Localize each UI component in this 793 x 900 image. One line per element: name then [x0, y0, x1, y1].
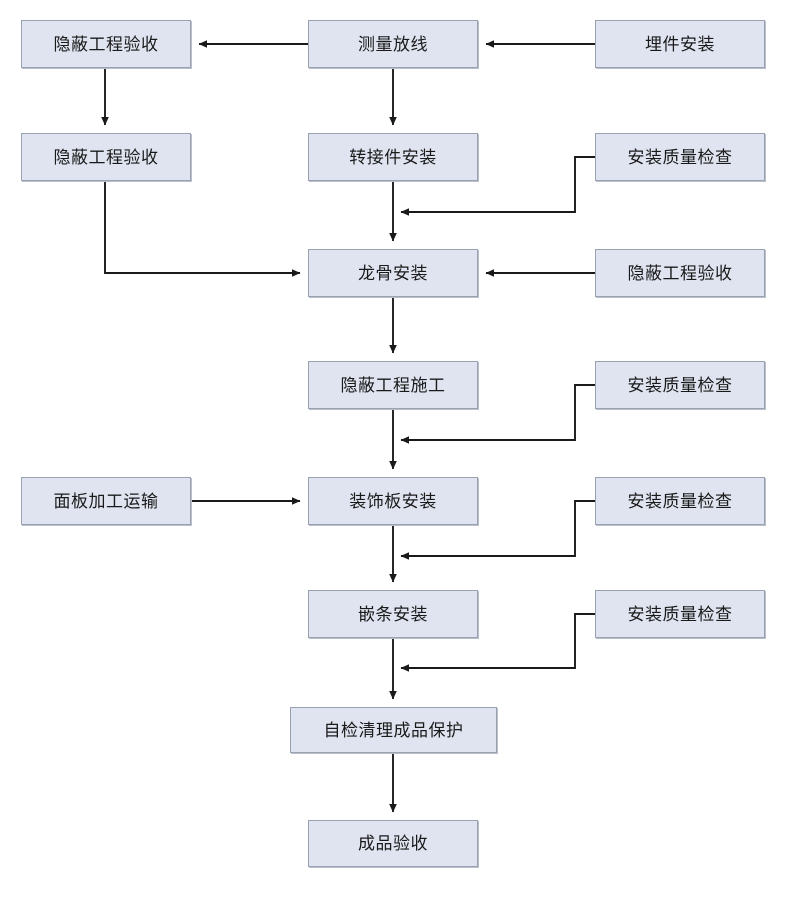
flow-node-n14[interactable]: 嵌条安装	[308, 590, 478, 638]
flow-node-label: 安装质量检查	[627, 604, 733, 624]
flow-node-label: 安装质量检查	[627, 375, 733, 395]
flow-node-n6[interactable]: 安装质量检查	[595, 133, 765, 181]
flow-node-label: 隐蔽工程施工	[340, 375, 446, 395]
flow-node-n7[interactable]: 龙骨安装	[308, 249, 478, 297]
flow-node-n9[interactable]: 隐蔽工程施工	[308, 361, 478, 409]
edge-yinbi2-to-longgu	[104, 181, 301, 277]
flow-node-n3[interactable]: 埋件安装	[595, 20, 765, 68]
flow-node-label: 龙骨安装	[358, 263, 428, 283]
flow-node-n10[interactable]: 安装质量检查	[595, 361, 765, 409]
flow-node-n11[interactable]: 面板加工运输	[21, 477, 191, 525]
flow-node-n8[interactable]: 隐蔽工程验收	[595, 249, 765, 297]
flow-node-label: 安装质量检查	[627, 147, 733, 167]
flow-node-n15[interactable]: 安装质量检查	[595, 590, 765, 638]
flow-node-n13[interactable]: 安装质量检查	[595, 477, 765, 525]
flow-node-label: 隐蔽工程验收	[627, 263, 733, 283]
flow-node-label: 安装质量检查	[627, 491, 733, 511]
flow-node-n1[interactable]: 隐蔽工程验收	[21, 20, 191, 68]
flow-node-n5[interactable]: 转接件安装	[308, 133, 478, 181]
flow-node-n4[interactable]: 隐蔽工程验收	[21, 133, 191, 181]
flow-node-label: 装饰板安装	[349, 491, 437, 511]
flow-node-label: 嵌条安装	[358, 604, 428, 624]
flow-node-label: 成品验收	[358, 834, 428, 853]
flow-node-n17[interactable]: 成品验收	[308, 820, 478, 867]
flow-node-label: 面板加工运输	[53, 491, 159, 511]
flow-node-label: 转接件安装	[349, 147, 437, 167]
flow-node-label: 埋件安装	[645, 34, 715, 54]
flow-node-label: 隐蔽工程验收	[53, 147, 159, 167]
flow-node-n12[interactable]: 装饰板安装	[308, 477, 478, 525]
flow-node-n16[interactable]: 自检清理成品保护	[290, 707, 497, 753]
flow-node-label: 测量放线	[358, 34, 428, 54]
flow-node-label: 自检清理成品保护	[323, 720, 464, 740]
flow-node-n2[interactable]: 测量放线	[308, 20, 478, 68]
flow-node-label: 隐蔽工程验收	[53, 34, 159, 54]
